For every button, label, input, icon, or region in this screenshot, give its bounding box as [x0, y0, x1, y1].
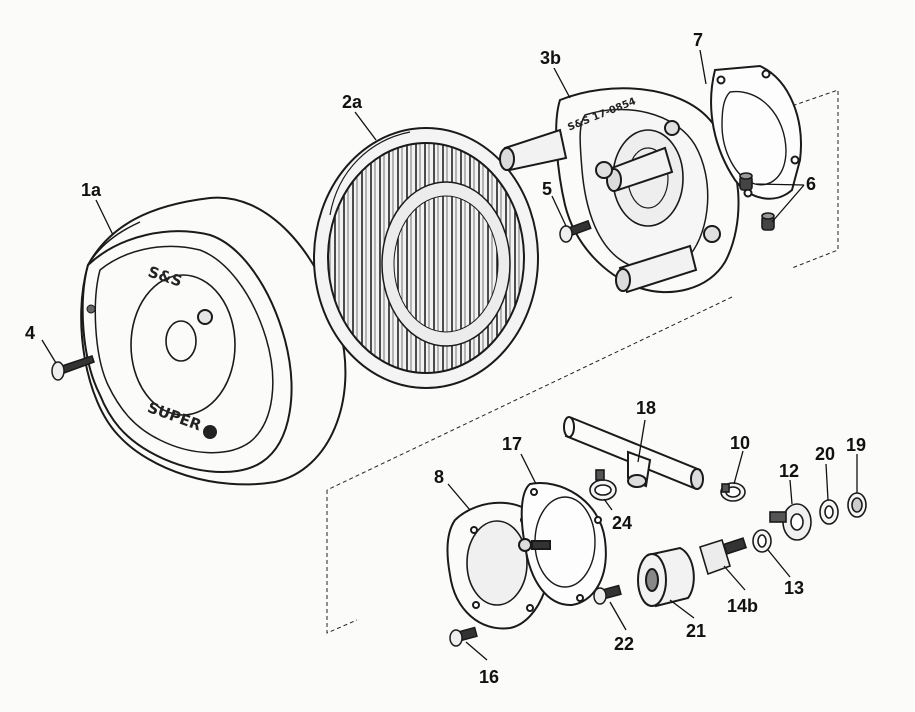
screw-22 — [593, 584, 622, 605]
callout-21: 21 — [686, 621, 706, 641]
washer-19 — [847, 492, 867, 518]
fitting-14b — [699, 537, 748, 576]
dashed-guide-lines — [326, 89, 839, 634]
callout-5: 5 — [542, 179, 552, 199]
plugs — [739, 172, 775, 231]
callout-12: 12 — [779, 461, 799, 481]
callout-1a: 1a — [81, 180, 102, 200]
washer-13 — [752, 529, 772, 553]
air-cleaner-cover — [80, 196, 347, 486]
callout-20: 20 — [815, 444, 835, 464]
callout-7: 7 — [693, 30, 703, 50]
callout-18: 18 — [636, 398, 656, 418]
callout-8: 8 — [434, 467, 444, 487]
callout-10: 10 — [730, 433, 750, 453]
callout-6: 6 — [806, 174, 816, 194]
breather-tee-18 — [563, 416, 704, 490]
callout-3b: 3b — [540, 48, 561, 68]
screw-5 — [559, 219, 592, 243]
callout-16: 16 — [479, 667, 499, 687]
washer-20 — [819, 499, 839, 525]
filter-element — [313, 127, 539, 389]
bushing-21 — [637, 546, 695, 608]
callout-14b: 14b — [727, 596, 758, 616]
screw-4 — [51, 355, 95, 381]
leader-lines — [41, 49, 858, 661]
callout-4: 4 — [25, 323, 35, 343]
callout-22: 22 — [614, 634, 634, 654]
callouts: 1a 2a 3b 7 4 5 6 8 17 18 10 12 20 19 24 … — [25, 30, 866, 687]
callout-24: 24 — [612, 513, 632, 533]
callout-2a: 2a — [342, 92, 363, 112]
fitting-12 — [769, 503, 812, 541]
gasket-17 — [518, 482, 607, 607]
backplate-gasket — [710, 64, 802, 200]
callout-17: 17 — [502, 434, 522, 454]
callout-13: 13 — [784, 578, 804, 598]
clamp-10 — [720, 482, 746, 502]
cover-wordmark-mark — [203, 425, 217, 439]
clamp-24 — [589, 469, 617, 501]
screw-16 — [449, 626, 478, 647]
callout-19: 19 — [846, 435, 866, 455]
backplate — [499, 87, 740, 294]
